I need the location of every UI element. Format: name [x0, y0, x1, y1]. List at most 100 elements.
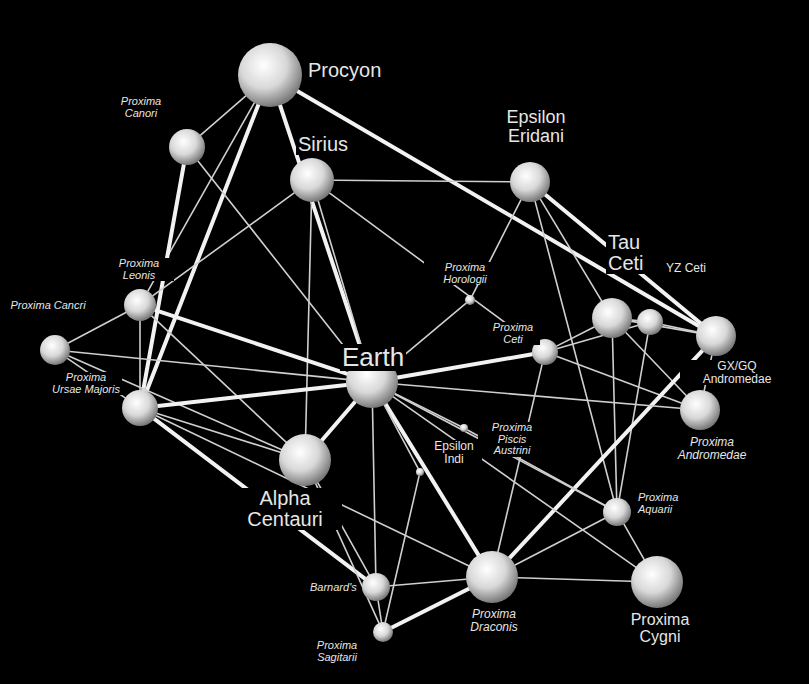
star-sphere-shape: [169, 129, 205, 165]
star-node: Epsilon Eridani: [510, 162, 550, 202]
star-sphere-shape: [696, 316, 736, 356]
star-sphere: [460, 424, 468, 432]
star-link: [306, 202, 312, 434]
star-node: GX/GQ Andromedae: [696, 316, 736, 356]
star-label: Proxima Andromedae: [662, 436, 762, 461]
star-sphere: [637, 309, 663, 335]
star-sphere: [592, 298, 632, 338]
star-link: [384, 405, 418, 469]
star-node: Proxima Andromedae: [680, 390, 720, 430]
star-sphere-shape: [592, 298, 632, 338]
star-link: [395, 394, 605, 505]
star-sphere-shape: [603, 498, 631, 526]
star-label: Procyon: [306, 60, 383, 81]
star-sphere: [465, 295, 475, 305]
star-sphere: [169, 129, 205, 165]
star-link: [378, 601, 381, 622]
star-link: [147, 105, 259, 391]
star-node: Proxima Ceti: [532, 339, 558, 365]
star-node: Barnard's: [362, 573, 390, 601]
star-label: Barnard's: [308, 582, 359, 594]
star-label: Proxima Sagitarii: [300, 640, 374, 663]
star-node: Proxima Canori: [169, 129, 205, 165]
star-node: Proxima Ursae Majoris: [122, 390, 158, 426]
star-sphere-shape: [460, 424, 468, 432]
star-sphere: [510, 162, 550, 202]
star-link: [68, 312, 126, 342]
star-sphere: [122, 390, 158, 426]
star-label: Proxima Cancri: [8, 300, 88, 312]
star-sphere: [696, 316, 736, 356]
star-sphere-shape: [510, 162, 550, 202]
star-link: [613, 338, 617, 498]
star-label: GX/GQ Andromedae: [680, 360, 794, 385]
star-label: Proxima Aquarii: [636, 492, 704, 515]
star-sphere: [238, 43, 302, 107]
star-sphere-shape: [466, 551, 518, 603]
star-node: Earth: [346, 356, 398, 408]
star-sphere: [290, 158, 334, 202]
star-link: [318, 201, 364, 357]
star-sphere-shape: [124, 289, 156, 321]
star-label: Alpha Centauri: [228, 488, 342, 530]
star-link: [154, 419, 365, 579]
star-sphere: [680, 390, 720, 430]
star-label: YZ Ceti: [664, 262, 708, 275]
star-label: Tau Ceti: [606, 232, 662, 274]
star-label: Earth: [340, 344, 406, 371]
star-link: [298, 91, 699, 326]
star-node: Proxima Cancri: [40, 335, 70, 365]
star-link: [515, 518, 605, 565]
star-link: [334, 180, 510, 182]
star-label: Proxima Draconis: [446, 608, 542, 633]
star-label: Proxima Ursae Majoris: [50, 372, 122, 395]
star-node: Epsilon Indi: [416, 468, 424, 476]
star-label: Epsilon Eridani: [498, 108, 574, 146]
star-label: Proxima Leonis: [104, 258, 174, 281]
star-label: Proxima Cygni: [610, 612, 710, 646]
star-link: [385, 476, 419, 622]
star-sphere: [631, 556, 683, 608]
star-sphere-shape: [362, 573, 390, 601]
star-node: Proxima Sagitarii: [373, 622, 393, 642]
star-node: Alpha Centauri: [279, 434, 331, 486]
star-node: Proxima Cygni: [631, 556, 683, 608]
star-sphere: [466, 551, 518, 603]
star-sphere: [40, 335, 70, 365]
star-node: Tau Ceti: [592, 298, 632, 338]
star-link: [395, 394, 460, 427]
star-sphere: [373, 622, 393, 642]
star-sphere: [603, 498, 631, 526]
star-sphere-shape: [680, 390, 720, 430]
star-link: [139, 321, 141, 390]
star-node: Sirius: [290, 158, 334, 202]
star-label: Proxima Piscis Austrini: [478, 422, 546, 457]
star-link: [393, 397, 635, 567]
star-sphere-shape: [631, 556, 683, 608]
star-label: Epsilon Indi: [426, 440, 482, 465]
star-sphere-shape: [637, 309, 663, 335]
star-link: [373, 408, 376, 573]
star-label: Proxima Horologii: [424, 262, 506, 285]
star-label: Proxima Canori: [104, 96, 178, 119]
star-sphere: [279, 434, 331, 486]
star-link: [156, 416, 468, 566]
star-label: Proxima Ceti: [486, 322, 540, 345]
star-link: [624, 524, 644, 559]
star-link: [398, 354, 533, 377]
star-sphere-shape: [416, 468, 424, 476]
star-sphere: [416, 468, 424, 476]
star-node: Proxima Horologii: [465, 295, 475, 305]
star-link: [390, 579, 466, 586]
star-link: [398, 384, 680, 408]
star-link: [322, 402, 355, 441]
star-link: [153, 193, 294, 296]
star-node: Proxima Piscis Austrini: [460, 424, 468, 432]
star-sphere-shape: [238, 43, 302, 107]
star-sphere-shape: [465, 295, 475, 305]
star-node: Proxima Draconis: [466, 551, 518, 603]
star-sphere-shape: [40, 335, 70, 365]
star-sphere: [362, 573, 390, 601]
star-sphere: [124, 289, 156, 321]
